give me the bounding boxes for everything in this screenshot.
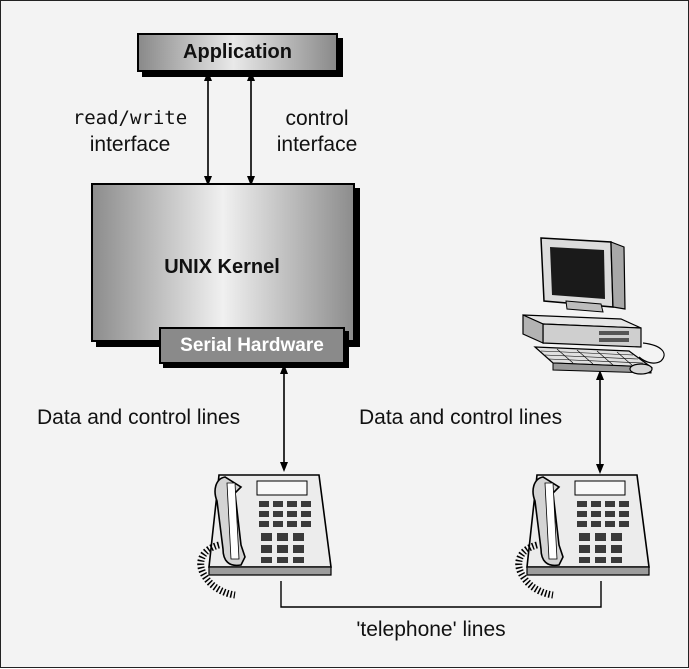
application-label: Application xyxy=(183,41,292,63)
readwrite-label: read/write xyxy=(72,107,188,129)
serial-hardware-label: Serial Hardware xyxy=(180,335,324,356)
application-box: Application xyxy=(137,33,338,72)
right-data-control-label: Data and control lines xyxy=(359,406,563,429)
telephone-icon xyxy=(197,474,332,599)
telephone-icon xyxy=(515,474,650,599)
serial-hardware-box: Serial Hardware xyxy=(159,327,345,364)
telephone-line xyxy=(280,581,602,608)
unix-kernel-label: UNIX Kernel xyxy=(164,256,280,278)
control-label: control xyxy=(285,107,349,130)
desktop-computer-icon xyxy=(522,237,665,375)
control-interface-label: interface xyxy=(276,133,358,156)
telephone-lines-label: 'telephone' lines xyxy=(356,618,506,641)
unix-kernel-box xyxy=(91,183,355,342)
left-data-control-label: Data and control lines xyxy=(37,406,241,429)
readwrite-interface-label: interface xyxy=(89,133,171,156)
